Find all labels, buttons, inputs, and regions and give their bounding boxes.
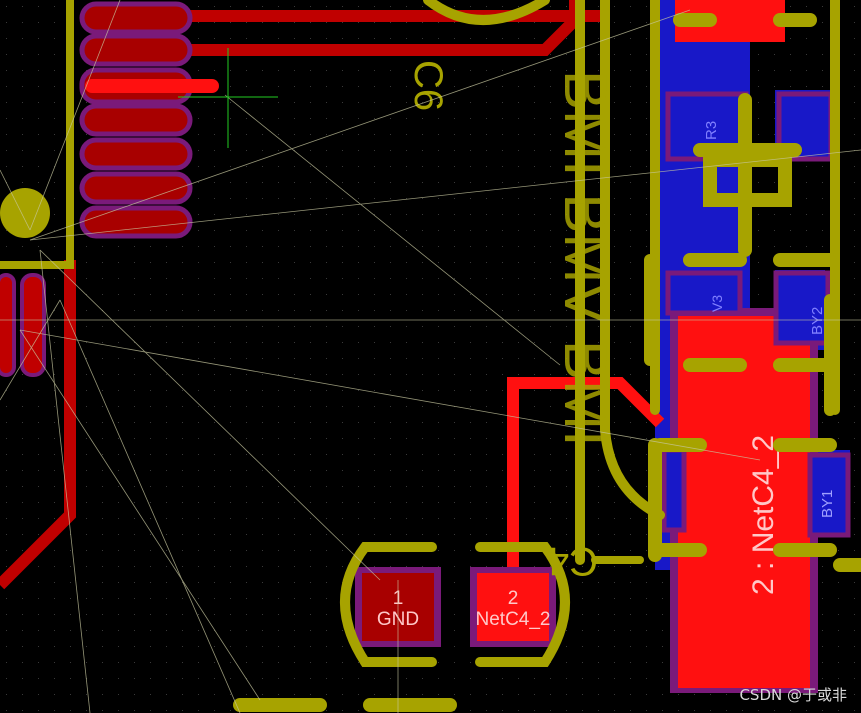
designator-c6: C6 [406, 60, 450, 111]
silk-ic-outline [0, 0, 74, 269]
ic-pin[interactable] [79, 205, 193, 239]
big-pad-copper[interactable] [678, 316, 810, 688]
silk-c6-outline [423, 0, 550, 25]
trace-netc4-2[interactable] [507, 377, 665, 580]
pad[interactable] [20, 273, 46, 377]
cursor-crosshair [178, 48, 278, 148]
pad[interactable] [0, 273, 16, 377]
c4-pad2-number: 2 [508, 588, 519, 609]
watermark: CSDN @于或非 [739, 686, 847, 704]
trace[interactable] [0, 260, 76, 590]
designator-c4: C4 [547, 539, 598, 583]
ic-pin-row [79, 1, 219, 239]
pad-v3[interactable] [665, 270, 743, 316]
ic-pin[interactable] [79, 1, 193, 35]
ic-pin[interactable] [79, 33, 193, 67]
silk-c4-right [475, 542, 570, 667]
silk-large-text: BMI BMV BMI [552, 70, 619, 447]
big-pad-label: 2 : NetC4_2 [747, 435, 780, 595]
ic-pin[interactable] [79, 103, 193, 137]
designator-by2: BY2 [809, 307, 826, 335]
pad-by1[interactable] [807, 452, 851, 538]
pad-by2[interactable] [773, 270, 831, 346]
designator-by1: BY1 [819, 490, 836, 518]
ic-pin[interactable] [79, 171, 193, 205]
ic-pin[interactable] [79, 137, 193, 171]
pad[interactable] [661, 447, 687, 533]
c4-pad2-net: NetC4_2 [476, 609, 551, 630]
big-pad[interactable]: 2 : NetC4_2 [670, 308, 818, 693]
via[interactable] [0, 188, 50, 238]
designator-v3: V3 [709, 295, 725, 312]
designator-r3: R3 [703, 121, 720, 140]
c4-pad2[interactable] [477, 573, 549, 641]
silk-c4-left [340, 542, 437, 667]
